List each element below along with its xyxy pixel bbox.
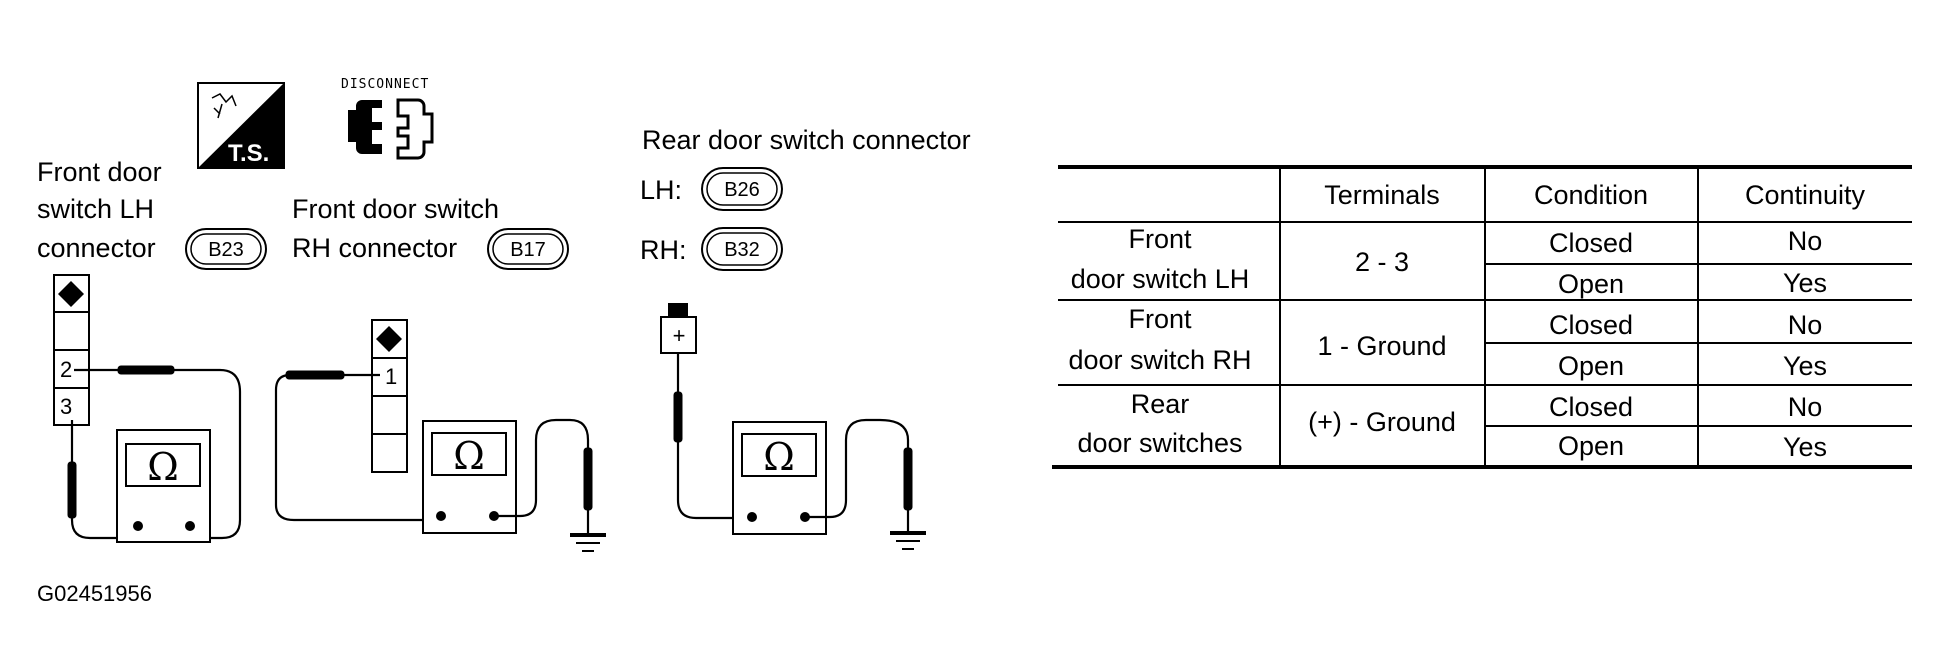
table-header-continuity: Continuity: [1745, 180, 1866, 210]
rear-rh-code-badge: B32: [724, 239, 760, 261]
rear-lh-code-badge: B26: [724, 179, 760, 201]
table-header-condition: Condition: [1534, 180, 1648, 210]
rh-connector: 1: [371, 319, 408, 473]
table-cell-continuity: Yes: [1783, 268, 1827, 298]
ts-icon: T.S.: [197, 82, 285, 169]
ts-label: T.S.: [228, 140, 269, 167]
front-rh-code-badge: B17: [510, 239, 546, 261]
table-row-name: Rear: [1131, 389, 1190, 419]
lh-pin-2: 2: [60, 357, 72, 382]
table-cell-condition: Open: [1558, 431, 1624, 461]
rear-ohmmeter: Ω: [732, 421, 827, 535]
connector-key-icon: [376, 326, 402, 352]
table-row-name: Front: [1128, 304, 1192, 334]
table-row-name: door switch LH: [1071, 264, 1250, 294]
table-row-name: Front: [1128, 224, 1192, 254]
lh-ohmmeter: Ω: [116, 429, 211, 543]
rh-ohmmeter: Ω: [422, 420, 517, 534]
rh-pin-1: 1: [385, 364, 397, 389]
rear-rh-prefix: RH:: [640, 235, 687, 265]
rear-pin-plus: +: [673, 323, 686, 348]
table-header-terminals: Terminals: [1324, 180, 1440, 210]
front-lh-connector-label: Front door switch LH connector B23: [37, 157, 267, 270]
table-cell-condition: Closed: [1549, 392, 1633, 422]
table-cell-condition: Closed: [1549, 228, 1633, 258]
disconnect-label: DISCONNECT: [341, 77, 429, 92]
front-rh-line2: RH connector: [292, 233, 457, 263]
ohm-symbol: Ω: [147, 445, 179, 489]
table-cell-condition: Closed: [1549, 310, 1633, 340]
front-lh-line3: connector: [37, 233, 156, 263]
table-cell-continuity: No: [1788, 310, 1823, 340]
ohm-symbol: Ω: [763, 435, 795, 479]
table-cell-condition: Open: [1558, 351, 1624, 381]
disconnect-icon: DISCONNECT: [341, 77, 434, 160]
table-row-name: door switches: [1077, 428, 1242, 458]
lh-pin-3: 3: [60, 394, 72, 419]
lh-connector: 2 3: [53, 274, 90, 426]
ground-icon: [890, 531, 926, 550]
ohm-symbol: Ω: [453, 434, 485, 478]
table-cell-continuity: Yes: [1783, 351, 1827, 381]
table-cell-continuity: No: [1788, 226, 1823, 256]
front-lh-line2: switch LH: [37, 194, 154, 224]
front-rh-line1: Front door switch: [292, 194, 499, 224]
rear-test-circuit: + Ω: [660, 303, 926, 550]
table-cell-continuity: No: [1788, 392, 1823, 422]
figure-code: G02451956: [37, 581, 152, 606]
rear-lh-prefix: LH:: [640, 175, 682, 205]
table-cell-terminals: (+) - Ground: [1308, 407, 1456, 437]
connector-key-icon: [58, 281, 84, 307]
table-row-name: door switch RH: [1068, 345, 1251, 375]
front-rh-connector-label: Front door switch RH connector B17: [292, 194, 569, 270]
front-lh-line1: Front door: [37, 157, 162, 187]
table-cell-terminals: 1 - Ground: [1317, 331, 1446, 361]
ground-icon: [570, 533, 606, 552]
rh-test-circuit: 1 Ω: [274, 319, 606, 552]
table-cell-condition: Open: [1558, 269, 1624, 299]
lh-test-circuit: 2 3 Ω: [53, 274, 242, 543]
rear-connector-label: Rear door switch connector LH: B26 RH: B…: [640, 125, 971, 271]
rear-connector: +: [660, 303, 697, 354]
front-lh-code-badge: B23: [208, 239, 244, 261]
continuity-table: Terminals Condition Continuity Front doo…: [1052, 165, 1912, 469]
table-cell-terminals: 2 - 3: [1355, 247, 1409, 277]
rear-title: Rear door switch connector: [642, 125, 971, 155]
table-cell-continuity: Yes: [1783, 432, 1827, 462]
